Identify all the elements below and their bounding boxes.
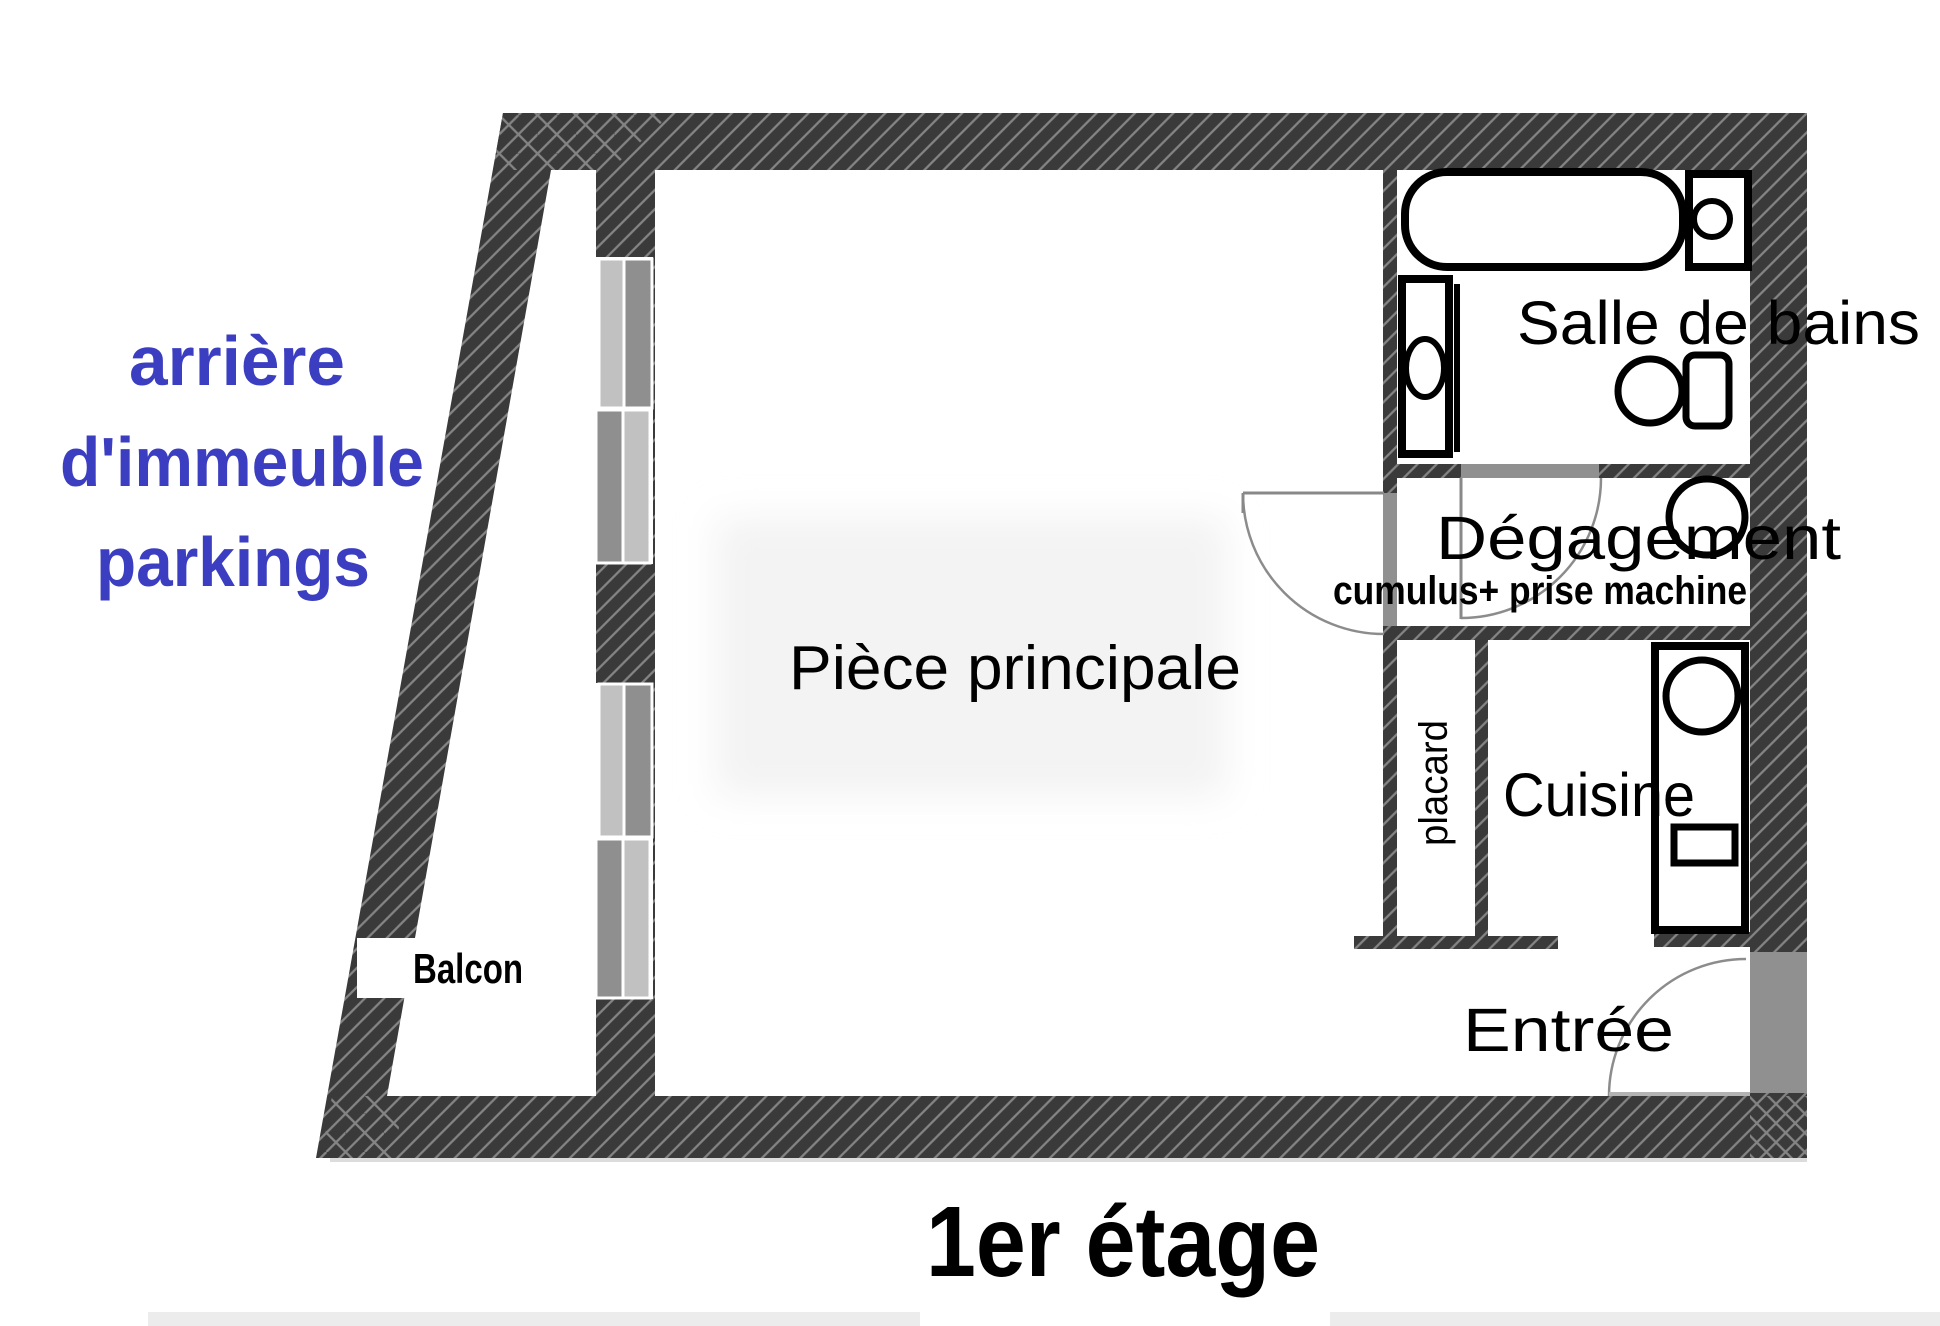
svg-text:Salle de bains: Salle de bains bbox=[1517, 289, 1920, 357]
svg-text:placard: placard bbox=[1412, 720, 1456, 846]
svg-text:Balcon: Balcon bbox=[413, 945, 523, 992]
svg-text:d'immeuble: d'immeuble bbox=[60, 423, 424, 501]
svg-text:Cuisine: Cuisine bbox=[1503, 761, 1695, 829]
svg-text:Pièce principale: Pièce principale bbox=[789, 634, 1241, 703]
svg-text:Entrée: Entrée bbox=[1463, 996, 1674, 1064]
svg-text:arrière: arrière bbox=[129, 322, 345, 400]
svg-text:1er étage: 1er étage bbox=[926, 1186, 1320, 1298]
svg-text:cumulus+ prise machine: cumulus+ prise machine bbox=[1333, 569, 1747, 613]
svg-text:Dégagement: Dégagement bbox=[1436, 504, 1841, 572]
svg-text:parkings: parkings bbox=[96, 523, 370, 601]
